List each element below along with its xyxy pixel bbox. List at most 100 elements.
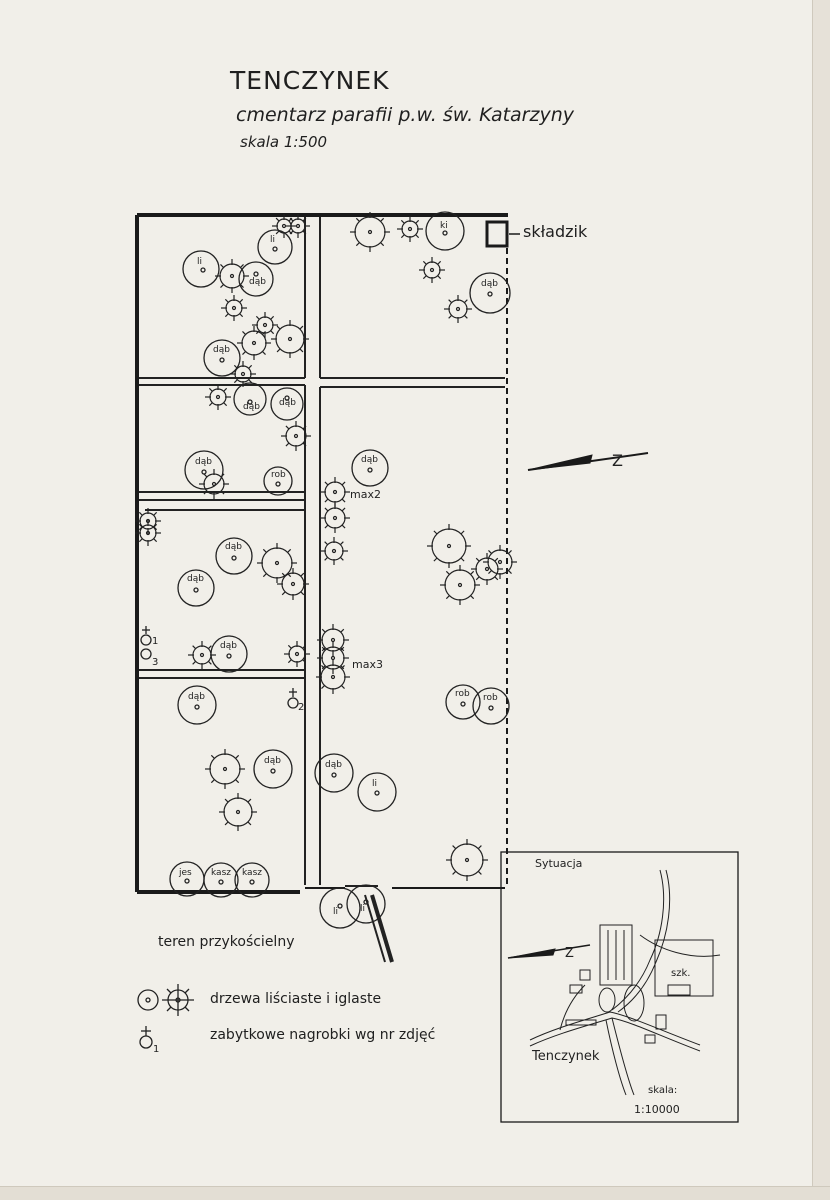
legend-tombstones-label: zabytkowe nagrobki wg nr zdjęć: [210, 1027, 436, 1043]
storage-label: składzik: [523, 222, 588, 241]
tree-marker: rob: [472, 687, 510, 725]
svg-text:dąb: dąb: [187, 574, 204, 584]
tree-marker: dąb: [203, 339, 241, 377]
conifer-tree-marker: [215, 259, 249, 293]
inset-town-label: Tenczynek: [531, 1049, 600, 1064]
svg-text:dąb: dąb: [279, 398, 296, 408]
conifer-tree-marker: [221, 295, 247, 321]
tree-marker: li: [257, 229, 293, 265]
svg-text:dąb: dąb: [188, 692, 205, 702]
conifer-tree-marker: [281, 421, 311, 451]
tree-marker: dąb: [215, 537, 253, 575]
inset-school-label: szk.: [671, 968, 690, 979]
tombstones: 1 3 2: [140, 626, 304, 713]
tree-marker: li: [182, 250, 220, 288]
tree-marker: dąb: [177, 685, 217, 725]
tree-marker: dąb: [351, 449, 389, 487]
conifer-tree-marker: [419, 257, 445, 283]
coniferous-trees: [135, 212, 517, 881]
conifer-tree-marker: [320, 503, 350, 533]
north-arrow: Z: [527, 451, 649, 471]
svg-text:li: li: [270, 235, 275, 245]
svg-text:1: 1: [153, 1044, 159, 1055]
conifer-tree-marker: [257, 543, 297, 583]
conifer-tree-marker: [237, 326, 271, 360]
svg-text:li: li: [197, 257, 202, 267]
svg-text:rob: rob: [271, 470, 286, 480]
svg-text:dąb: dąb: [225, 542, 242, 552]
conifer-tree-marker: [219, 793, 257, 831]
svg-text:dąb: dąb: [481, 279, 498, 289]
conifer-tree-marker: [230, 361, 256, 387]
tree-marker: dąb: [253, 749, 293, 789]
conifer-tree-marker: [427, 524, 471, 568]
conifer-tree-marker: [320, 477, 350, 507]
legend-trees-label: drzewa liściaste i iglaste: [210, 991, 382, 1007]
svg-text:Z: Z: [565, 946, 574, 961]
svg-text:kasz: kasz: [211, 868, 231, 878]
surrounding-area-label: teren przykościelny: [158, 934, 295, 950]
tombstone-marker: [140, 626, 152, 646]
inset-north-arrow: Z: [507, 944, 591, 961]
conifer-tree-marker: [188, 641, 216, 669]
tree-marker: dąb: [469, 272, 511, 314]
conifer-tree-marker: [272, 214, 296, 238]
conifer-tree-marker: [317, 642, 349, 674]
map-scale: skala 1:500: [240, 133, 328, 151]
conifer-tree-marker: [444, 295, 472, 323]
conifer-tree-marker: [471, 553, 503, 585]
svg-text:dąb: dąb: [195, 457, 212, 467]
inset-scale-label: skala:: [648, 1085, 677, 1096]
tree-marker: kasz: [203, 862, 239, 898]
conifer-tree-marker: [320, 537, 348, 565]
tombstone-number: 1: [152, 636, 158, 647]
tree-marker: li: [319, 887, 361, 929]
tree-marker: kasz: [234, 862, 270, 898]
svg-text:dąb: dąb: [213, 345, 230, 355]
legend-symbols: 1: [137, 984, 194, 1055]
tree-marker: li: [346, 884, 386, 924]
tree-count-label: max2: [350, 488, 381, 501]
legend-tombstone-icon: [139, 1035, 153, 1049]
tree-marker: dąb: [210, 635, 248, 673]
tree-marker: dąb: [233, 382, 267, 416]
svg-text:dąb: dąb: [220, 641, 237, 651]
tombstone-marker: [140, 648, 152, 660]
svg-text:li: li: [372, 779, 377, 789]
tombstone-number: 3: [152, 657, 158, 668]
svg-text:dąb: dąb: [325, 760, 342, 770]
conifer-tree-marker: [205, 384, 231, 410]
tree-marker: rob: [445, 684, 481, 720]
conifer-tree-marker: [205, 749, 245, 789]
svg-text:kasz: kasz: [242, 868, 262, 878]
conifer-tree-marker: [252, 312, 278, 338]
conifer-tree-marker: [317, 624, 349, 656]
svg-text:dąb: dąb: [361, 455, 378, 465]
storage-shed: [485, 220, 509, 248]
svg-text:dąb: dąb: [243, 402, 260, 412]
conifer-tree-marker: [277, 568, 309, 600]
conifer-tree-marker: [284, 641, 310, 667]
paper-edge: [812, 0, 830, 1199]
inset-buildings: [565, 924, 714, 1044]
tree-marker: dąb: [177, 569, 215, 607]
svg-text:dąb: dąb: [249, 277, 266, 287]
tree-marker: ki: [425, 211, 465, 251]
svg-text:rob: rob: [455, 689, 470, 699]
conifer-tree-marker: [135, 508, 161, 534]
tree-marker: rob: [263, 466, 293, 496]
svg-text:ki: ki: [440, 221, 448, 231]
svg-text:li: li: [333, 907, 338, 917]
conifer-tree-marker: [440, 565, 480, 605]
svg-text:li: li: [360, 904, 365, 914]
tombstone-number: 2: [298, 702, 304, 713]
conifer-tree-marker: [135, 520, 161, 546]
conifer-tree-marker: [446, 839, 488, 881]
conifer-tree-marker: [271, 320, 309, 358]
conifer-tree-marker: [483, 545, 517, 579]
map-subtitle: cmentarz parafii p.w. św. Katarzyny: [236, 104, 574, 126]
tombstone-marker: [287, 688, 299, 709]
tree-marker: dąb: [314, 753, 354, 793]
conifer-tree-marker: [397, 216, 423, 242]
